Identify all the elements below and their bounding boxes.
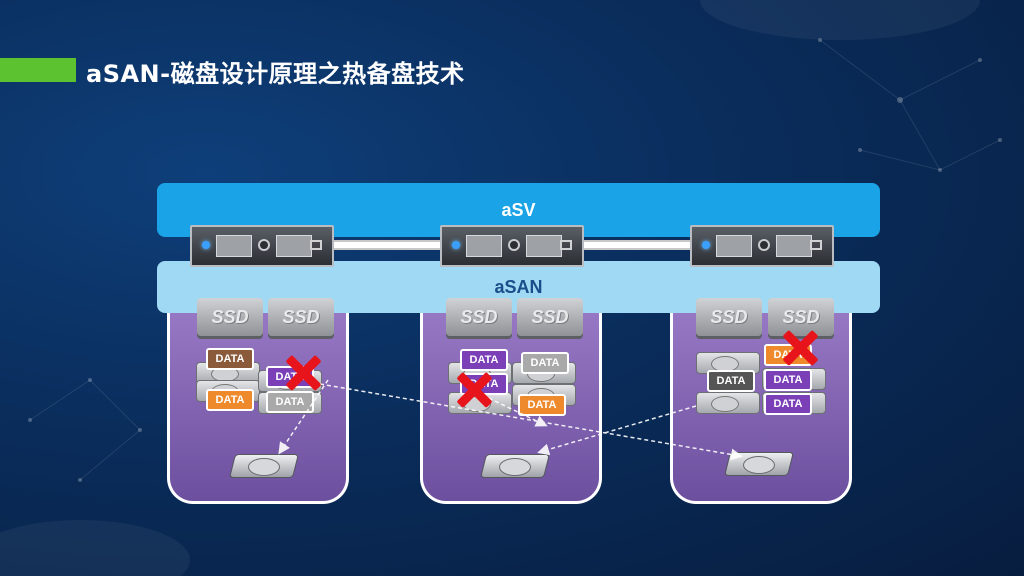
server-icon bbox=[190, 225, 334, 267]
ssd-icon: SSD bbox=[517, 298, 583, 336]
disk-failure-mark-icon bbox=[284, 354, 322, 392]
page-title: aSAN-磁盘设计原理之热备盘技术 bbox=[86, 60, 465, 88]
data-block: DATA bbox=[460, 349, 508, 371]
data-block: DATA bbox=[206, 348, 254, 370]
disk-failure-mark-icon bbox=[781, 329, 819, 367]
ssd-icon: SSD bbox=[446, 298, 512, 336]
data-block: DATA bbox=[764, 393, 812, 415]
hdd-icon bbox=[696, 392, 760, 414]
ssd-icon: SSD bbox=[268, 298, 334, 336]
data-block: DATA bbox=[518, 394, 566, 416]
server-link-1-2 bbox=[330, 240, 442, 250]
data-block: DATA bbox=[206, 389, 254, 411]
server-link-2-3 bbox=[582, 240, 692, 250]
hot-spare-disk-icon bbox=[724, 446, 794, 476]
disk-failure-mark-icon bbox=[455, 371, 493, 409]
hot-spare-disk-icon bbox=[480, 448, 550, 478]
ssd-icon: SSD bbox=[696, 298, 762, 336]
asv-label: aSV bbox=[501, 200, 536, 220]
hot-spare-disk-icon bbox=[229, 448, 299, 478]
data-block: DATA bbox=[521, 352, 569, 374]
server-icon bbox=[440, 225, 584, 267]
title-accent-bar bbox=[0, 58, 76, 82]
data-block: DATA bbox=[266, 391, 314, 413]
data-block: DATA bbox=[707, 370, 755, 392]
ssd-icon: SSD bbox=[197, 298, 263, 336]
server-icon bbox=[690, 225, 834, 267]
asan-label: aSAN bbox=[494, 277, 543, 297]
data-block: DATA bbox=[764, 369, 812, 391]
